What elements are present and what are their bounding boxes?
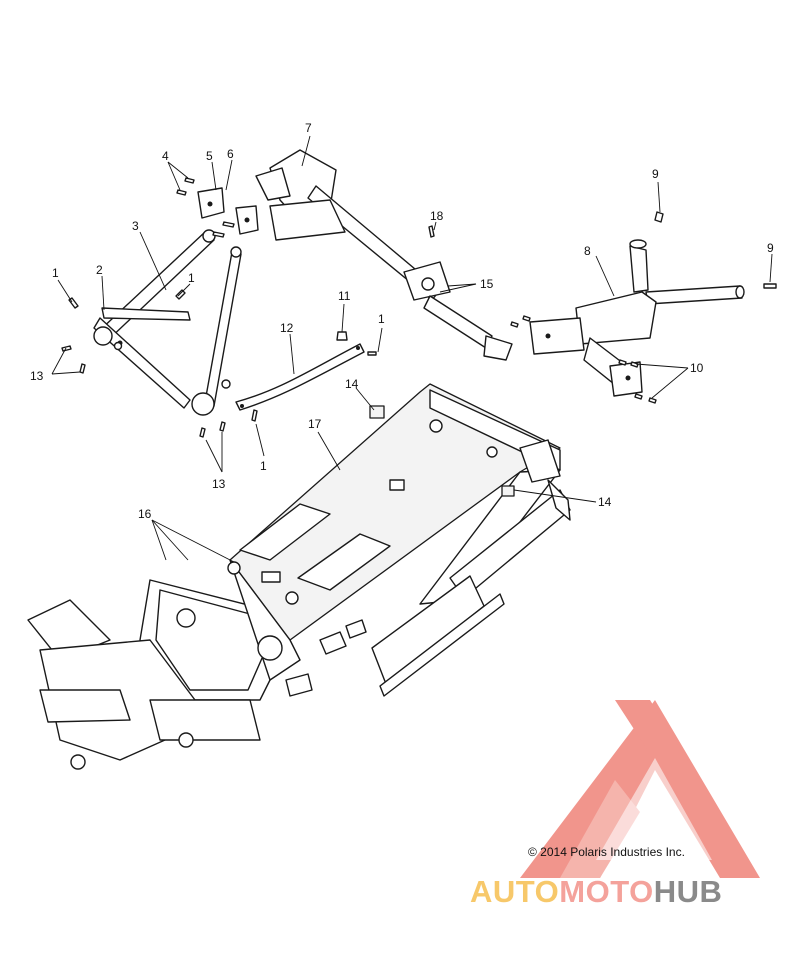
callout-1: 1 [188,271,195,285]
callout-15: 15 [480,277,494,291]
callout-14: 14 [598,495,612,509]
callout-18: 18 [430,209,444,223]
callout-1: 1 [52,266,59,280]
chassis-frame [27,383,571,770]
callout-5: 5 [206,149,213,163]
callout-8: 8 [584,244,591,258]
callout-2: 2 [96,263,103,277]
fasteners-top-left [61,289,258,438]
callout-3: 3 [132,219,139,233]
callout-6: 6 [227,147,234,161]
leader-lines [51,135,773,563]
watermark-text: AUTOMOTOHUB [470,874,722,909]
callout-10: 10 [690,361,704,375]
watermark-hub: HUB [654,874,723,909]
steering-post [255,149,513,361]
callout-9: 9 [652,167,659,181]
watermark-auto: AUTO [470,874,559,909]
callout-labels: 1 1 1 1 2 3 4 5 6 7 8 9 9 10 11 12 13 13… [30,121,774,521]
callout-9: 9 [767,241,774,255]
callout-13: 13 [30,369,44,383]
rear-support-assembly [510,211,777,404]
callout-13: 13 [212,477,226,491]
callout-7: 7 [305,121,312,135]
callout-1: 1 [378,312,385,326]
strap-bar [235,331,377,411]
callout-4: 4 [162,149,169,163]
callout-1: 1 [260,459,267,473]
callout-17: 17 [308,417,322,431]
callout-14: 14 [345,377,359,391]
callout-16: 16 [138,507,152,521]
front-support-assembly [93,229,242,416]
callout-12: 12 [280,321,294,335]
watermark-moto: MOTO [559,874,653,909]
callout-11: 11 [338,289,351,303]
watermark-logo [520,700,760,878]
copyright-text: © 2014 Polaris Industries Inc. [528,845,685,859]
upper-brackets [176,177,259,238]
